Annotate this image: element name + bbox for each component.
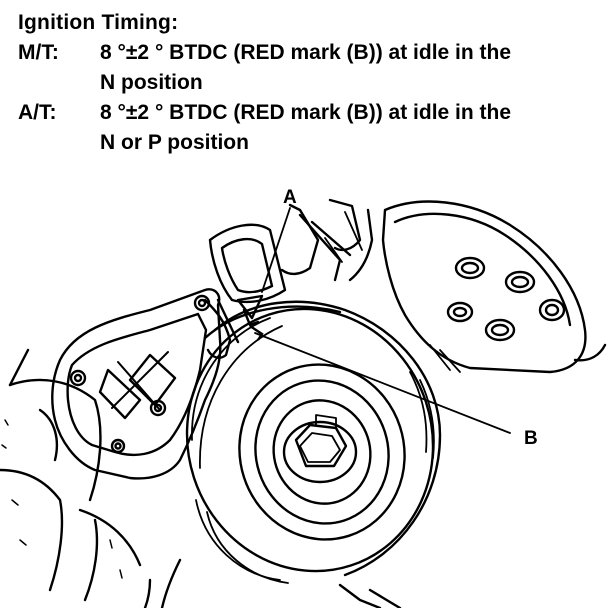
spec-title: Ignition Timing: (18, 11, 179, 34)
callout-b: B (524, 428, 538, 449)
alternator-pulley (381, 200, 607, 374)
spec-label-mt: M/T: (18, 41, 59, 64)
engine-block (0, 348, 142, 602)
ignition-timing-spec: Ignition Timing: M/T: 8 °±2 ° BTDC (RED … (18, 8, 598, 158)
spec-text-at: 8 °±2 ° BTDC (RED mark (B)) at idle in t… (100, 98, 598, 158)
crankshaft-pulley (185, 300, 442, 584)
lower-cover (143, 558, 402, 608)
spec-row-mt: M/T: 8 °±2 ° BTDC (RED mark (B)) at idle… (18, 38, 598, 98)
spec-label-at: A/T: (18, 101, 57, 124)
spec-text-mt-line2: N position (100, 71, 203, 94)
leader-line-b (254, 332, 511, 434)
spec-text-at-line2: N or P position (100, 131, 249, 154)
timing-cover-bracket (51, 288, 240, 480)
spec-text-at-line1: 8 °±2 ° BTDC (RED mark (B)) at idle in t… (100, 101, 512, 124)
red-mark-notch (249, 325, 264, 341)
spec-text-mt: 8 °±2 ° BTDC (RED mark (B)) at idle in t… (100, 38, 598, 98)
leader-line-a (261, 207, 291, 293)
timing-pointer (236, 294, 264, 327)
leader-lines (254, 207, 511, 434)
callout-a: A (283, 187, 297, 208)
spec-row-at: A/T: 8 °±2 ° BTDC (RED mark (B)) at idle… (18, 98, 598, 158)
spec-text-mt-line1: 8 °±2 ° BTDC (RED mark (B)) at idle in t… (100, 41, 512, 64)
upper-engine-structure (208, 198, 374, 304)
